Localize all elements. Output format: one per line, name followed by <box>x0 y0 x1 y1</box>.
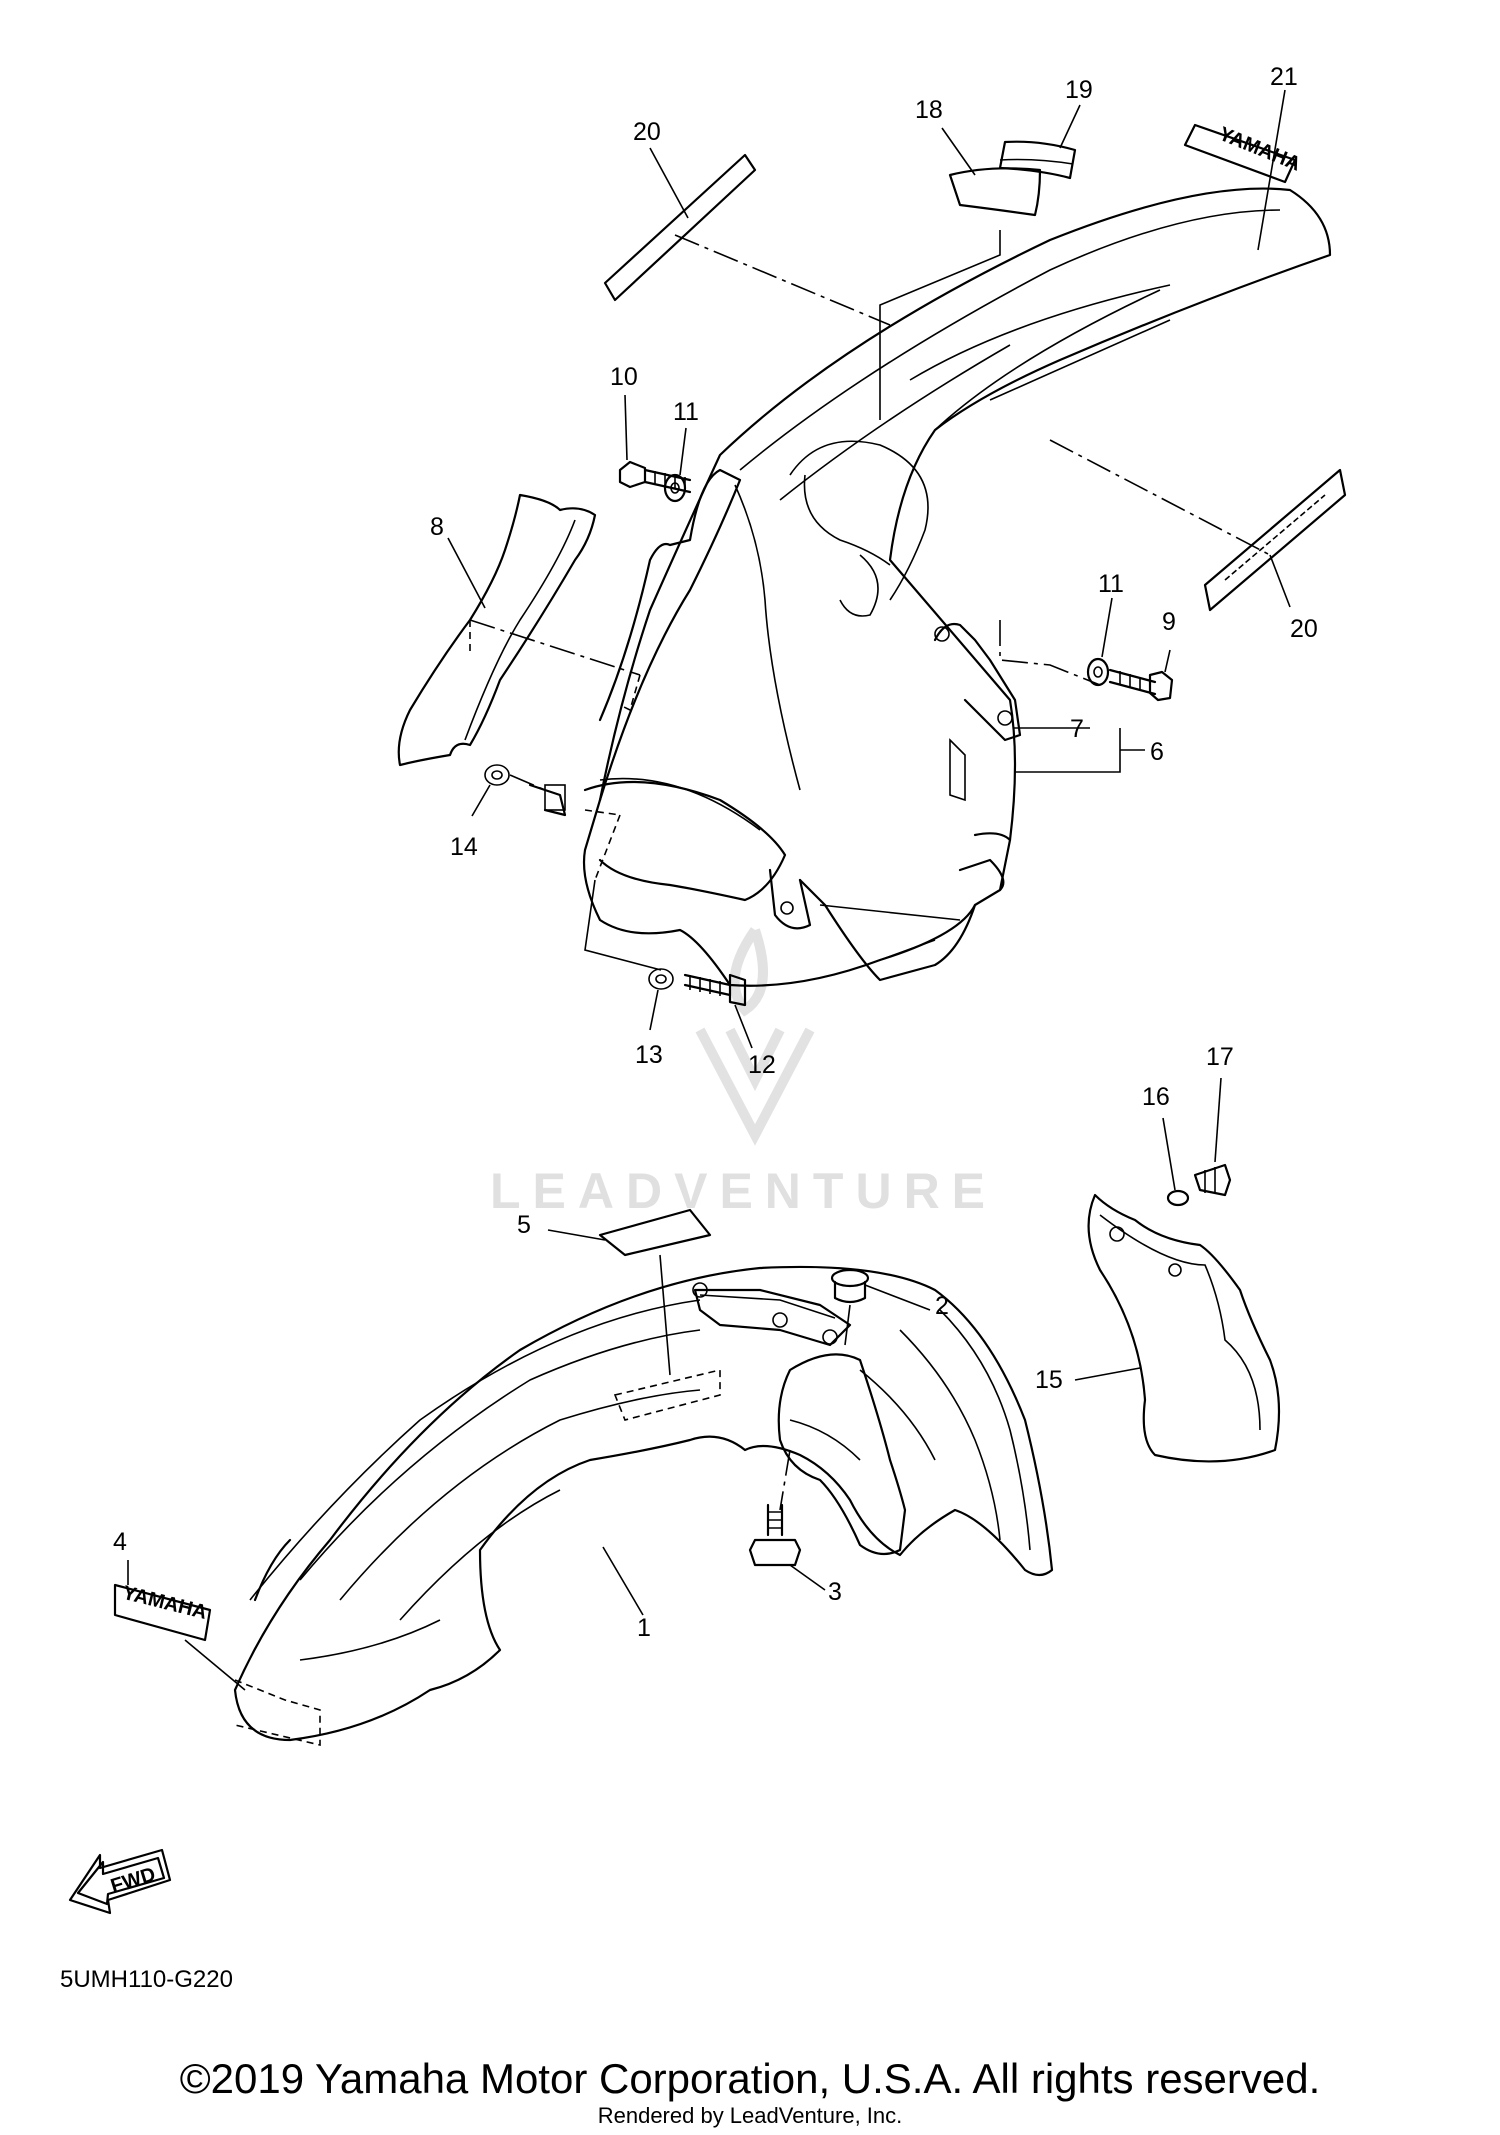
callout-7: 7 <box>1070 715 1084 743</box>
decal-18-19 <box>879 140 1077 420</box>
bolt-9-icon <box>1108 668 1174 702</box>
side-cover-part-8 <box>397 493 641 767</box>
callout-5: 5 <box>517 1211 531 1239</box>
watermark-text: LEADVENTURE <box>490 1163 997 1219</box>
callout-1: 1 <box>637 1614 651 1642</box>
front-fender-part-1 <box>233 1265 1054 1747</box>
watermark-logo-icon <box>695 1027 815 1146</box>
washer-11a-icon <box>663 473 687 503</box>
decal-20-side <box>1049 439 1347 612</box>
callout-21: 21 <box>1270 63 1298 91</box>
washer-13-icon <box>648 968 674 990</box>
decal-5 <box>598 1208 712 1257</box>
svg-text:YAMAHA: YAMAHA <box>120 1582 209 1624</box>
callout-11a: 11 <box>673 398 699 426</box>
watermark-flame-icon <box>729 927 768 1017</box>
callout-17: 17 <box>1206 1043 1234 1071</box>
bolt-3-icon <box>748 1503 802 1567</box>
guard-part-15 <box>1087 1163 1281 1463</box>
callouts: 1 2 3 4 5 6 7 8 9 10 11 11 12 13 <box>113 63 1318 1642</box>
callout-19: 19 <box>1065 76 1093 104</box>
callout-15: 15 <box>1035 1366 1063 1394</box>
callout-20a: 20 <box>633 118 661 146</box>
decal-20-top <box>603 153 891 326</box>
decal-4: YAMAHA <box>113 1560 246 1691</box>
rendered-by-credit: Rendered by LeadVenture, Inc. <box>597 2103 903 2128</box>
callout-18: 18 <box>915 96 943 124</box>
callout-11b: 11 <box>1098 570 1124 598</box>
front-hardware <box>598 1208 870 1567</box>
rear-fender <box>582 187 1332 987</box>
svg-text:YAMAHA: YAMAHA <box>1216 123 1304 176</box>
callout-14: 14 <box>450 833 478 861</box>
callout-20b: 20 <box>1290 615 1318 643</box>
washer-14-icon <box>484 764 510 786</box>
callout-9: 9 <box>1162 608 1176 636</box>
washer-16-icon <box>1166 1189 1190 1207</box>
callout-13: 13 <box>635 1041 663 1069</box>
collar-2-icon <box>830 1268 870 1304</box>
copyright-notice: ©2019 Yamaha Motor Corporation, U.S.A. A… <box>179 2055 1321 2102</box>
decal-21: YAMAHA <box>1183 123 1304 184</box>
fwd-arrow-icon: FWD <box>68 1848 172 1915</box>
callout-3: 3 <box>828 1578 842 1606</box>
bolt-12-icon <box>683 973 747 1007</box>
leadventure-watermark: LEADVENTURE <box>490 927 997 1219</box>
rear-hardware <box>484 460 1174 1007</box>
callout-8: 8 <box>430 513 444 541</box>
callout-2: 2 <box>935 1292 949 1320</box>
callout-10: 10 <box>610 363 638 391</box>
callout-4: 4 <box>113 1528 127 1556</box>
diagram-code: 5UMH110-G220 <box>60 1966 233 1993</box>
screw-17-icon <box>1193 1163 1232 1197</box>
callout-6: 6 <box>1150 738 1164 766</box>
callout-12: 12 <box>748 1051 776 1079</box>
callout-16: 16 <box>1142 1083 1170 1111</box>
